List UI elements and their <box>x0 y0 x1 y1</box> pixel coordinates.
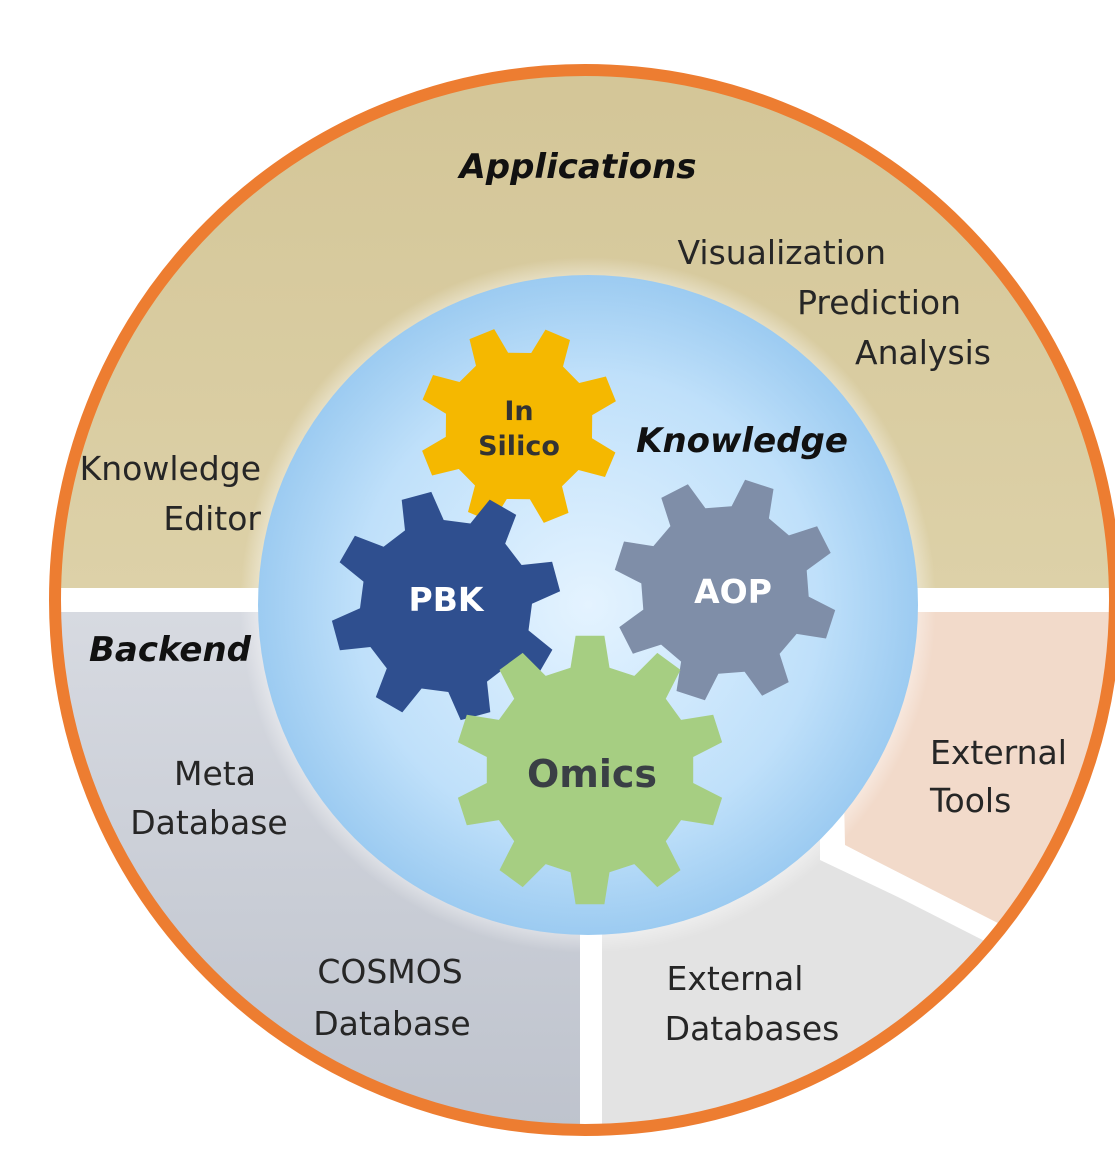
knowledge-title: Knowledge <box>636 421 848 461</box>
external-tools-line1: External <box>930 733 1067 772</box>
knowledge-editor-line2: Editor <box>163 499 261 538</box>
in-silico-gear-label-line2: Silico <box>478 431 560 462</box>
backend-title: Backend <box>89 630 252 670</box>
orange-ring <box>49 64 1115 1136</box>
omics-gear-shape <box>457 635 723 905</box>
in-silico-gear-label-line1: In <box>504 396 533 427</box>
meta-database-line2: Database <box>130 803 287 842</box>
aop-gear: AOP <box>614 479 836 701</box>
pbk-gear: PBK <box>331 491 561 721</box>
aop-gear-label: AOP <box>694 572 772 611</box>
applications-item-prediction: Prediction <box>797 283 961 322</box>
pbk-gear-shape <box>331 491 561 721</box>
omics-gear: Omics <box>457 635 723 905</box>
applications-item-analysis: Analysis <box>855 333 991 372</box>
knowledge-editor-line1: Knowledge <box>80 449 261 488</box>
external-databases-line2: Databases <box>665 1009 840 1048</box>
cosmos-database-line2: Database <box>313 1004 470 1043</box>
aop-gear-shape <box>614 479 836 701</box>
in-silico-gear-shape <box>422 329 616 523</box>
in-silico-gear: In Silico <box>422 329 616 523</box>
omics-gear-label: Omics <box>527 752 657 796</box>
applications-item-visualization: Visualization <box>678 233 886 272</box>
cosmos-database-line1: COSMOS <box>317 952 462 991</box>
meta-database-line1: Meta <box>174 754 256 793</box>
pbk-gear-label: PBK <box>409 580 485 619</box>
knowledge-core <box>258 275 918 935</box>
external-databases-line1: External <box>667 959 804 998</box>
applications-title: Applications <box>456 147 696 187</box>
external-tools-line2: Tools <box>929 781 1011 820</box>
